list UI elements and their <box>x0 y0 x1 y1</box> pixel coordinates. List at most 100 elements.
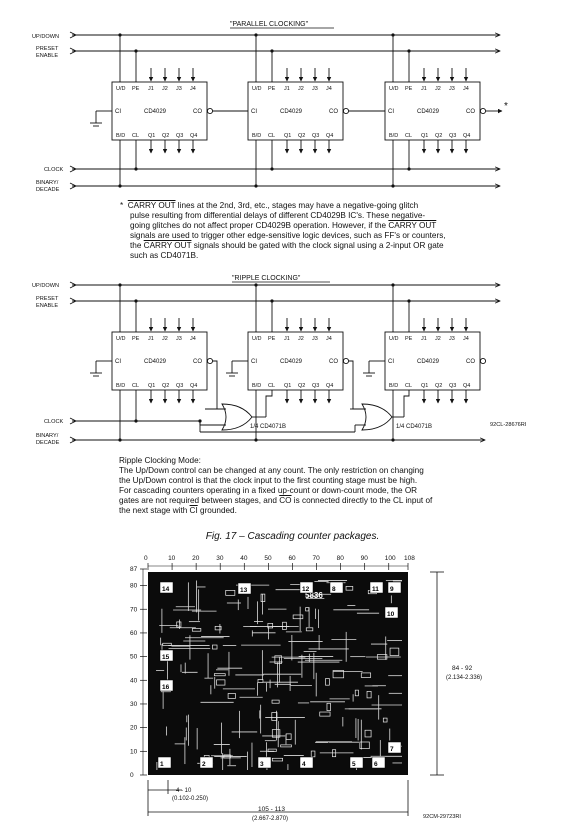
ripple-pin-top-2-2: J1 <box>421 336 427 342</box>
ripple-line3: For cascading counters operating in a fi… <box>119 486 418 495</box>
r-label-preset: PRESET <box>36 296 59 302</box>
parallel-chip-name-0: CD4029 <box>144 109 167 115</box>
parallel-pin-top-1-0: U/D <box>252 86 262 92</box>
ripple-pin-top-1-4: J3 <box>312 336 318 342</box>
ripple-line4c: is connected directly to the CL input of <box>291 496 433 505</box>
die-xtick-9: 90 <box>361 555 369 562</box>
parallel-clocking-diagram: "PARALLEL CLOCKING" UP/DOWN PRESET ENABL… <box>32 21 508 193</box>
die-pad-label-5: 3 <box>260 761 264 768</box>
parallel-ci-0: CI <box>115 109 121 115</box>
parallel-pin-top-2-2: J1 <box>421 86 427 92</box>
parallel-pin-top-0-1: PE <box>132 86 140 92</box>
parallel-pin-top-0-0: U/D <box>116 86 126 92</box>
ripple-line2: the Up/Down control is that the clock in… <box>119 476 418 485</box>
die-pad-7 <box>349 756 364 769</box>
parallel-co-1: CO <box>329 109 338 115</box>
die-pad-10 <box>384 606 399 619</box>
parallel-asterisk: * <box>504 101 508 112</box>
die-xtick-7: 70 <box>313 555 321 562</box>
parallel-pin-bot-0-1: CL <box>132 133 139 139</box>
parallel-ci-1: CI <box>251 109 257 115</box>
ripple-pin-top-1-2: J1 <box>284 336 290 342</box>
ripple-chip-name-0: CD4029 <box>144 359 167 365</box>
die-ytick-5: 40 <box>130 677 138 684</box>
ripple-title: "RIPPLE CLOCKING" <box>232 275 301 282</box>
ripple-pin-bot-0-4: Q3 <box>176 383 183 389</box>
ripple-pin-top-0-0: U/D <box>116 336 126 342</box>
die-pad-5 <box>257 756 272 769</box>
ripple-pin-bot-0-0: B/D <box>116 383 125 389</box>
dim-right-mm: (2.134-2.336) <box>446 675 482 681</box>
parallel-pin-top-0-4: J3 <box>176 86 182 92</box>
note-line3a: going glitches do not affect proper CD40… <box>130 221 389 230</box>
ripple-pin-bot-2-3: Q2 <box>435 383 442 389</box>
ripple-line5a: the next stage with <box>119 506 190 515</box>
ripple-pin-top-2-4: J3 <box>449 336 455 342</box>
parallel-pin-top-1-3: J2 <box>298 86 304 92</box>
ripple-pin-bot-0-2: Q1 <box>148 383 155 389</box>
die-pad-12 <box>237 582 252 595</box>
die-ytick-6: 30 <box>130 701 138 708</box>
die-code: 92CM-29723RI <box>423 814 461 820</box>
ripple-pin-top-0-5: J4 <box>190 336 196 342</box>
parallel-chip-name-2: CD4029 <box>417 109 440 115</box>
ripple-co-1: CO <box>329 359 338 365</box>
note-asterisk: * <box>120 201 124 210</box>
ripple-pin-top-0-4: J3 <box>176 336 182 342</box>
parallel-co-0: CO <box>193 109 202 115</box>
r-label-decade: DECADE <box>36 440 60 446</box>
die-pad-3 <box>157 756 172 769</box>
gate-label-1: 1/4 CD4071B <box>250 424 286 430</box>
parallel-pin-bot-2-3: Q2 <box>435 133 442 139</box>
die-ytick-2: 70 <box>130 606 138 613</box>
dim-bottom: 105 - 113 <box>258 806 285 813</box>
note-line1: lines at the 2nd, 3rd, etc., stages may … <box>175 201 419 210</box>
die-ytick-0: 87 <box>130 566 138 573</box>
die-pad-label-15: 9 <box>390 586 394 593</box>
ripple-pin-top-2-5: J4 <box>463 336 469 342</box>
parallel-pin-top-1-1: PE <box>268 86 276 92</box>
ripple-pin-bot-0-5: Q4 <box>190 383 197 389</box>
die-pad-label-11: 11 <box>372 586 379 593</box>
label-preset: PRESET <box>36 46 59 52</box>
or-gate-1 <box>199 403 266 431</box>
r-label-enable: ENABLE <box>36 303 58 309</box>
die-pad-8 <box>371 756 386 769</box>
parallel-pin-bot-2-1: CL <box>405 133 412 139</box>
parallel-pin-top-1-5: J4 <box>326 86 332 92</box>
note-line5a: the <box>130 241 144 250</box>
die-xtick-8: 80 <box>337 555 345 562</box>
parallel-ci-2: CI <box>388 109 394 115</box>
ripple-pin-bot-0-1: CL <box>132 383 139 389</box>
parallel-pin-top-1-2: J1 <box>284 86 290 92</box>
die-pad-label-3: 1 <box>160 761 164 768</box>
dim-right: 84 - 92 <box>452 665 473 672</box>
die-xtick-2: 20 <box>192 555 200 562</box>
parallel-pin-bot-1-1: CL <box>268 133 275 139</box>
ripple-pin-bot-2-1: CL <box>405 383 412 389</box>
parallel-chip-name-1: CD4029 <box>280 109 303 115</box>
parallel-pin-bot-0-0: B/D <box>116 133 125 139</box>
die-xtick-10: 100 <box>385 555 396 562</box>
parallel-pin-top-0-2: J1 <box>148 86 154 92</box>
ripple-pin-bot-1-1: CL <box>268 383 275 389</box>
gate-label-2: 1/4 CD4071B <box>396 424 432 430</box>
parallel-pin-bot-2-2: Q1 <box>421 133 428 139</box>
ripple-line5b: CI <box>189 506 198 515</box>
ripple-heading: Ripple Clocking Mode: <box>119 456 201 465</box>
note-line3b: CARRY OUT <box>388 221 437 230</box>
ripple-pin-top-0-1: PE <box>132 336 140 342</box>
die-pad-6 <box>299 756 314 769</box>
ripple-pin-top-1-0: U/D <box>252 336 262 342</box>
ripple-pin-top-1-5: J4 <box>326 336 332 342</box>
note-line5b: CARRY OUT <box>143 241 192 250</box>
ripple-pin-top-2-1: PE <box>405 336 413 342</box>
parallel-pin-bot-2-0: B/D <box>389 133 398 139</box>
die-pad-label-10: 10 <box>387 611 395 618</box>
carry-out-note: * CARRY OUT lines at the 2nd, 3rd, etc.,… <box>120 201 520 261</box>
